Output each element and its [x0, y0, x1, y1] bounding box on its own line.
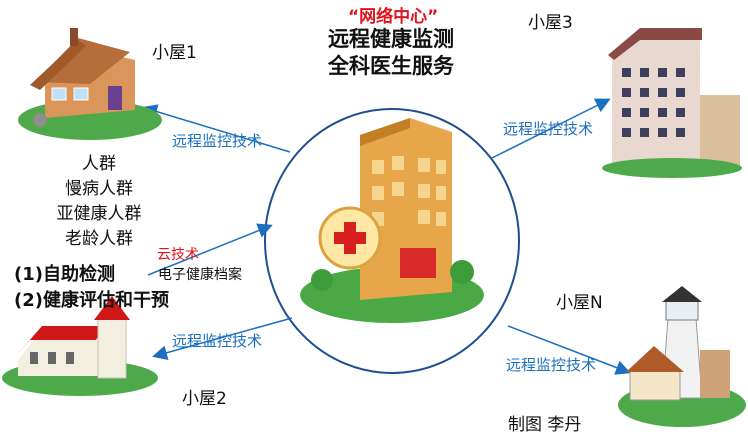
houseN-illustration [618, 286, 746, 427]
services-list: (1)自助检测 (2)健康评估和干预 [14, 262, 169, 314]
remote-tech-label-house2: 远程监控技术 [172, 332, 263, 350]
center-description: 远程健康监测 全科医生服务 [328, 26, 454, 80]
service-item: (2)健康评估和干预 [14, 290, 169, 311]
remote-tech-label-houseN: 远程监控技术 [506, 356, 597, 374]
house3-label: 小屋3 [528, 13, 573, 33]
ehr-label: 电子健康档案 [158, 267, 242, 283]
population-item: 老龄人群 [65, 229, 133, 249]
house2-label: 小屋2 [182, 389, 227, 409]
population-item: 慢病人群 [65, 179, 133, 199]
house2-illustration [2, 296, 158, 396]
network-center-title: “网络中心” [348, 7, 439, 27]
remote-health-monitoring: 远程健康监测 [328, 27, 454, 51]
remote-tech-label-house3: 远程监控技术 [503, 120, 594, 138]
house1-label: 小屋1 [152, 43, 197, 63]
credit-text: 制图 李丹 [508, 415, 582, 435]
general-practitioner-service: 全科医生服务 [328, 54, 454, 78]
house1-illustration [18, 28, 162, 140]
population-list: 人群 慢病人群 亚健康人群 老龄人群 [44, 152, 154, 252]
house3-illustration [602, 28, 742, 178]
hospital-illustration [300, 118, 484, 323]
network-center-circle [264, 108, 520, 374]
service-item: (1)自助检测 [14, 264, 115, 285]
arrow-to-house2 [152, 317, 293, 361]
arrow-to-house1 [142, 104, 291, 153]
population-item: 亚健康人群 [56, 204, 142, 224]
arrow-to-house3 [491, 98, 611, 159]
arrow-to-houseN [507, 325, 631, 375]
cloud-tech-label: 云技术 [157, 247, 199, 263]
remote-tech-label-house1: 远程监控技术 [172, 132, 263, 150]
houseN-label: 小屋N [556, 293, 603, 313]
arrow-cloud-to-center [147, 223, 273, 276]
population-item: 人群 [82, 154, 116, 174]
